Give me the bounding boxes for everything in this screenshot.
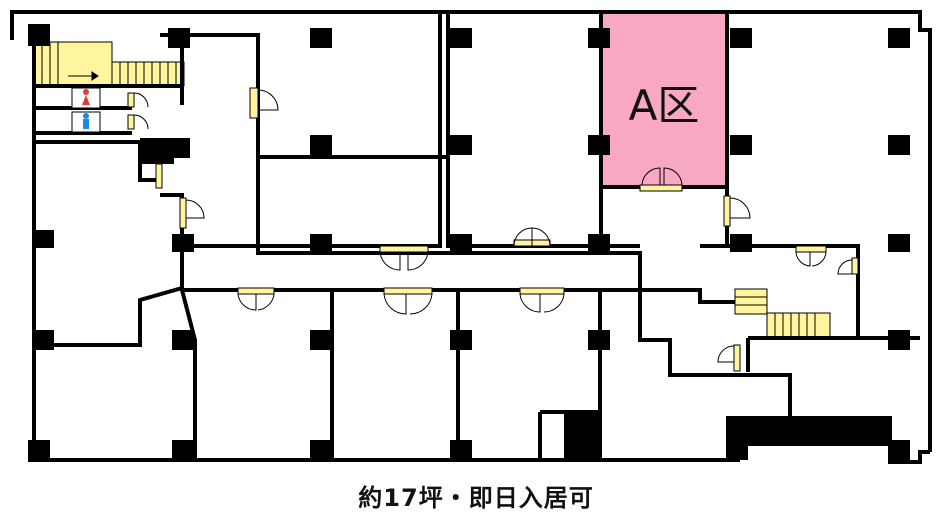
- male-restroom-icon: [71, 111, 101, 133]
- plan-caption: 約17坪・即日入居可: [358, 484, 594, 512]
- door-swings: [133, 89, 853, 363]
- highlighted-unit-a[interactable]: A区: [601, 13, 727, 187]
- stair-treads: [41, 42, 816, 338]
- unit-a-label: A区: [629, 81, 700, 130]
- staircase-top-left: [33, 41, 113, 87]
- female-restroom-icon: [71, 87, 101, 109]
- columns: [28, 24, 910, 464]
- staircase-right-landing: [734, 288, 768, 315]
- unit-a-fill[interactable]: [601, 13, 727, 187]
- staircase-top-left-run: [111, 61, 185, 87]
- door-jambs: [127, 87, 859, 372]
